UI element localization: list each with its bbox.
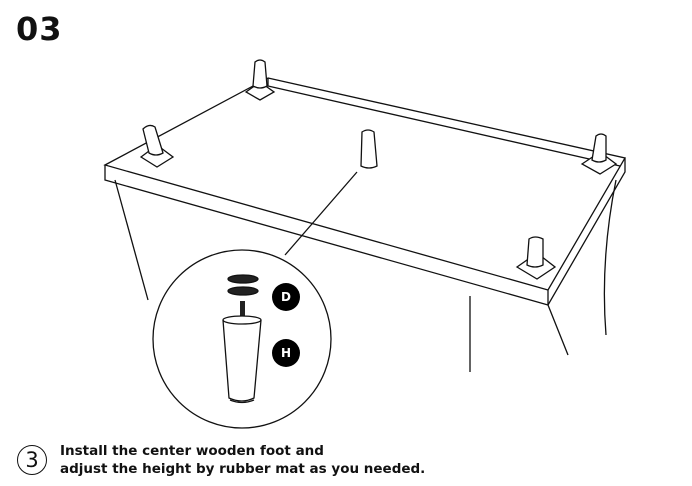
wooden-foot-icon [222, 301, 262, 404]
tabletop [103, 77, 627, 372]
instruction-text: Install the center wooden foot and adjus… [60, 442, 425, 478]
instruction-line: adjust the height by rubber mat as you n… [60, 461, 426, 477]
leg-right [580, 133, 618, 175]
instruction-line: Install the center wooden foot and [60, 443, 324, 459]
step-number: 03 [16, 10, 63, 48]
leg-front-right [515, 236, 557, 280]
rubber-mat-icon [227, 274, 259, 296]
part-label-h: H [272, 339, 300, 367]
leg-back [244, 59, 276, 101]
sub-step-number: 3 [17, 445, 47, 475]
callout-line [284, 171, 358, 256]
center-foot [360, 129, 378, 169]
part-label-d: D [272, 283, 300, 311]
leg-left [139, 124, 175, 168]
